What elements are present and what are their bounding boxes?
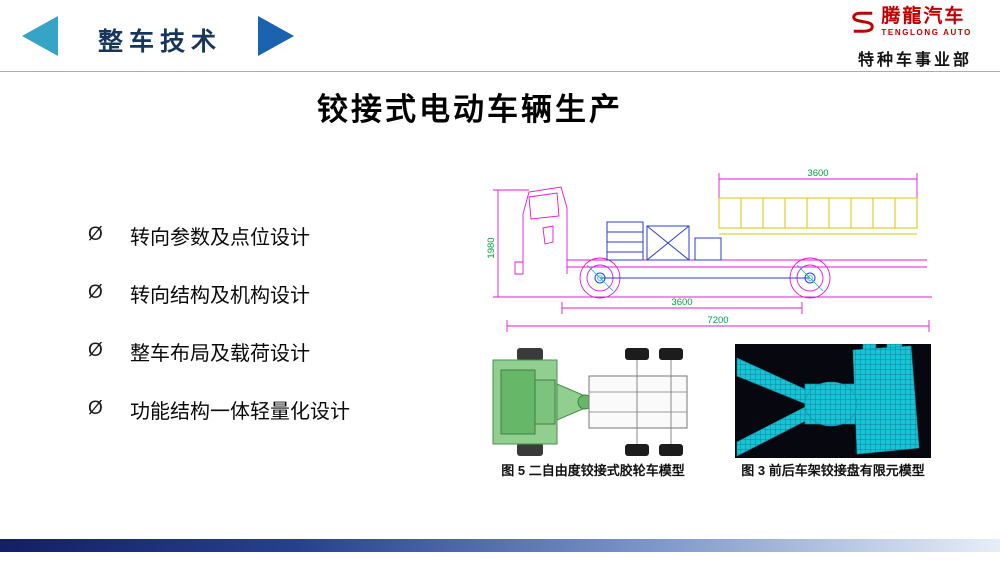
bullet-symbol: Ø: [88, 224, 103, 245]
bullet-item: Ø 转向参数及点位设计: [88, 206, 350, 264]
bottom-gradient-bar: [0, 539, 1000, 552]
cad-truck-drawing: 3600 1980 3600 7200: [487, 168, 932, 332]
bullet-list: Ø 转向参数及点位设计 Ø 转向结构及机构设计 Ø 整车布局及载荷设计 Ø 功能…: [88, 206, 350, 438]
dim-bottom-label: 7200: [707, 315, 728, 326]
brand-name-en: TENGLONG AUTO: [881, 28, 972, 37]
fig5-model-figure: [487, 346, 699, 458]
fig5-caption: 图 5 二自由度铰接式胶轮车模型: [501, 463, 685, 478]
brand-name-cn: 腾龍汽车: [881, 6, 966, 27]
dim-top-label: 3600: [807, 168, 828, 179]
dim-mid-label: 3600: [671, 297, 692, 308]
bullet-text: 转向参数及点位设计: [130, 226, 310, 249]
fig5-model-drawing: [492, 348, 688, 456]
bullet-text: 整车布局及载荷设计: [130, 342, 310, 365]
prev-arrow-icon: [22, 16, 58, 56]
bullet-symbol: Ø: [88, 398, 103, 419]
cad-truck-figure: 3600 1980 3600 7200: [487, 166, 939, 344]
tenglong-logo-icon: [852, 11, 875, 33]
bullet-item: Ø 整车布局及载荷设计: [88, 322, 350, 380]
fig3-fem-drawing: [735, 344, 931, 458]
dim-left-label: 1980: [487, 237, 497, 258]
section-title: 整车技术: [98, 28, 223, 56]
bullet-text: 转向结构及机构设计: [130, 284, 310, 307]
division-name: 特种车事业部: [857, 52, 972, 69]
logo: 腾龍汽车 TENGLONG AUTO: [851, 7, 972, 37]
bullet-item: Ø 转向结构及机构设计: [88, 264, 350, 322]
fig3-caption: 图 3 前后车架铰接盘有限元模型: [741, 463, 925, 478]
bullet-item: Ø 功能结构一体轻量化设计: [88, 380, 350, 438]
fig3-fem-figure: [735, 344, 931, 458]
next-arrow-icon: [258, 16, 294, 56]
bullet-symbol: Ø: [88, 340, 103, 361]
header-divider: [0, 71, 1000, 72]
page-title: 铰接式电动车辆生产: [317, 92, 623, 127]
bullet-symbol: Ø: [88, 282, 103, 303]
bullet-text: 功能结构一体轻量化设计: [130, 400, 350, 423]
